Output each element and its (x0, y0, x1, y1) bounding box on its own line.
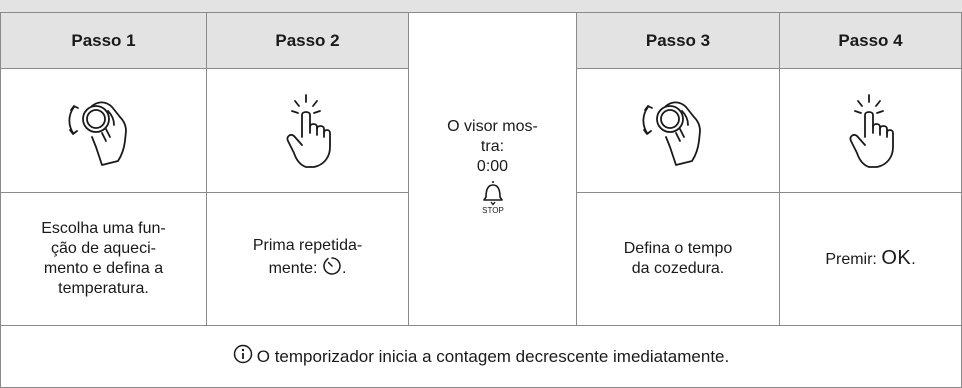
step-2-icon-cell (207, 69, 409, 193)
step-4-text-cell: Premir: OK. (780, 193, 962, 326)
step-3-header-label: Passo 3 (645, 30, 711, 50)
step-3-header: Passo 3 (577, 13, 780, 69)
step-1-header-label: Passo 1 (71, 30, 136, 50)
ok-symbol: OK (881, 247, 912, 269)
stop-label: STOP (482, 206, 504, 215)
touch-tap-icon (829, 89, 913, 173)
timer-icon (322, 256, 342, 282)
step-4-text-prefix: Premir: (825, 251, 877, 268)
step-2-text: Prima repetida- mente: . (253, 236, 362, 282)
step-2-period: . (341, 260, 347, 277)
step-1-icon-cell (0, 69, 207, 193)
step-1-text-cell: Escolha uma fun- ção de aqueci- mento e … (0, 193, 207, 326)
step-4-header-label: Passo 4 (838, 30, 903, 50)
step-4-icon-cell (780, 69, 962, 193)
step-4-header: Passo 4 (780, 13, 962, 69)
step-2-header-label: Passo 2 (275, 30, 340, 50)
info-footer-text: O temporizador inicia a contagem decresc… (256, 346, 730, 366)
steps-table: Passo 1 Passo 2 O visor mos- tra: 0:00 S… (0, 13, 962, 388)
info-footer: O temporizador inicia a contagem decresc… (0, 326, 962, 388)
top-border-strip (0, 0, 962, 13)
step-3-text-cell: Defina o tempo da cozedura. (577, 193, 780, 326)
info-icon (233, 344, 253, 369)
step-2-header: Passo 2 (207, 13, 409, 69)
display-shows-cell: O visor mos- tra: 0:00 STOP (409, 13, 577, 326)
step-4-period: . (911, 251, 916, 268)
step-1-header: Passo 1 (0, 13, 207, 69)
bell-stop-icon: STOP (479, 179, 507, 221)
knob-turn-icon (636, 89, 720, 173)
step-4-text: Premir: OK. (825, 248, 915, 270)
display-shows-text: O visor mos- tra: 0:00 (447, 118, 538, 175)
step-1-text: Escolha uma fun- ção de aqueci- mento e … (41, 220, 166, 297)
step-3-text: Defina o tempo da cozedura. (623, 240, 733, 277)
touch-tap-icon (266, 89, 350, 173)
step-2-text-prefix: Prima repetida- mente: (252, 237, 363, 277)
step-2-text-cell: Prima repetida- mente: . (207, 193, 409, 326)
knob-turn-icon (62, 89, 146, 173)
step-3-icon-cell (577, 69, 780, 193)
